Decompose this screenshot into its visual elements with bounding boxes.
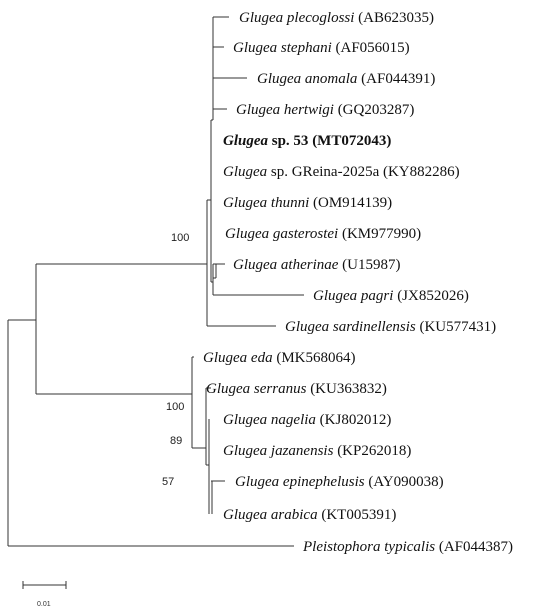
taxon-genus: Glugea <box>223 507 271 523</box>
taxon-accession: (KJ802012) <box>320 412 392 428</box>
taxon-epithet: atherinae <box>281 257 342 273</box>
taxon-genus: Glugea <box>235 474 283 490</box>
bootstrap-value: 89 <box>170 435 182 447</box>
taxon-label: Glugea eda (MK568064) <box>203 350 356 366</box>
taxon-accession: (U15987) <box>342 257 400 273</box>
taxon-accession: (AF044387) <box>439 539 513 555</box>
taxon-accession: (AY090038) <box>368 474 443 490</box>
taxon-label: Glugea gasterostei (KM977990) <box>225 226 421 242</box>
taxon-epithet: anomala <box>305 71 361 87</box>
taxon-genus: Glugea <box>236 102 284 118</box>
taxon-epithet: nagelia <box>271 412 320 428</box>
taxon-epithet: sp. 53 <box>272 133 312 149</box>
taxon-accession: (GQ203287) <box>338 102 415 118</box>
taxon-genus: Glugea <box>223 412 271 428</box>
taxon-epithet: hertwigi <box>284 102 338 118</box>
taxon-epithet: thunni <box>271 195 313 211</box>
taxon-labels: Glugea plecoglossi (AB623035)Glugea step… <box>203 10 513 555</box>
taxon-accession: (OM914139) <box>313 195 392 211</box>
taxon-label: Glugea pagri (JX852026) <box>313 288 469 304</box>
taxon-accession: (KY882286) <box>383 164 460 180</box>
bootstrap-value: 57 <box>162 476 174 488</box>
taxon-accession: (KU363832) <box>310 381 387 397</box>
taxon-label: Pleistophora typicalis (AF044387) <box>302 539 513 555</box>
taxon-genus: Glugea <box>239 10 287 26</box>
taxon-epithet: sp. GReina-2025a <box>271 164 383 180</box>
taxon-accession: (KT005391) <box>321 507 396 523</box>
taxon-epithet: pagri <box>360 288 397 304</box>
taxon-genus: Glugea <box>223 195 271 211</box>
taxon-accession: (JX852026) <box>397 288 469 304</box>
taxon-genus: Glugea <box>223 443 271 459</box>
taxon-accession: (KU577431) <box>419 319 496 335</box>
taxon-label: Glugea sp. 53 (MT072043) <box>223 133 391 149</box>
taxon-genus: Glugea <box>257 71 305 87</box>
taxon-genus: Glugea <box>285 319 333 335</box>
taxon-label: Glugea plecoglossi (AB623035) <box>239 10 434 26</box>
taxon-epithet: stephani <box>281 40 336 56</box>
taxon-genus: Glugea <box>203 350 251 366</box>
taxon-label: Glugea stephani (AF056015) <box>233 40 410 56</box>
scale-bar-label: 0.01 <box>37 601 51 608</box>
taxon-accession: (KM977990) <box>342 226 421 242</box>
taxon-label: Glugea sp. GReina-2025a (KY882286) <box>223 164 460 180</box>
taxon-epithet: typicalis <box>384 539 439 555</box>
taxon-genus: Glugea <box>225 226 273 242</box>
taxon-label: Glugea arabica (KT005391) <box>223 507 396 523</box>
taxon-accession: (KP262018) <box>337 443 411 459</box>
taxon-label: Glugea nagelia (KJ802012) <box>223 412 391 428</box>
bootstrap-value: 100 <box>166 401 184 413</box>
taxon-label: Glugea hertwigi (GQ203287) <box>236 102 414 118</box>
taxon-label: Glugea atherinae (U15987) <box>233 257 401 273</box>
taxon-label: Glugea thunni (OM914139) <box>223 195 392 211</box>
taxon-label: Glugea jazanensis (KP262018) <box>223 443 411 459</box>
tree-branches <box>7 16 304 547</box>
bootstrap-labels: 100 100 89 57 <box>162 232 189 488</box>
taxon-epithet: gasterostei <box>273 226 342 242</box>
taxon-accession: (MT072043) <box>312 133 391 149</box>
bootstrap-value: 100 <box>171 232 189 244</box>
taxon-epithet: jazanensis <box>269 443 337 459</box>
taxon-genus: Glugea <box>233 40 281 56</box>
taxon-genus: Glugea <box>223 164 271 180</box>
scale-bar: 0.01 <box>22 581 67 608</box>
taxon-accession: (AF056015) <box>336 40 410 56</box>
taxon-genus: Glugea <box>223 133 272 149</box>
taxon-genus: Glugea <box>206 381 254 397</box>
taxon-genus: Glugea <box>233 257 281 273</box>
taxon-label: Glugea anomala (AF044391) <box>257 71 435 87</box>
taxon-epithet: plecoglossi <box>286 10 358 26</box>
taxon-epithet: eda <box>251 350 276 366</box>
taxon-accession: (AF044391) <box>361 71 435 87</box>
taxon-epithet: epinephelusis <box>283 474 368 490</box>
taxon-label: Glugea serranus (KU363832) <box>206 381 387 397</box>
taxon-epithet: sardinellensis <box>333 319 420 335</box>
taxon-label: Glugea sardinellensis (KU577431) <box>285 319 496 335</box>
taxon-genus: Pleistophora <box>302 539 384 555</box>
taxon-genus: Glugea <box>313 288 361 304</box>
taxon-label: Glugea epinephelusis (AY090038) <box>235 474 444 490</box>
taxon-epithet: serranus <box>254 381 310 397</box>
taxon-accession: (MK568064) <box>276 350 355 366</box>
taxon-accession: (AB623035) <box>358 10 434 26</box>
taxon-epithet: arabica <box>271 507 321 523</box>
